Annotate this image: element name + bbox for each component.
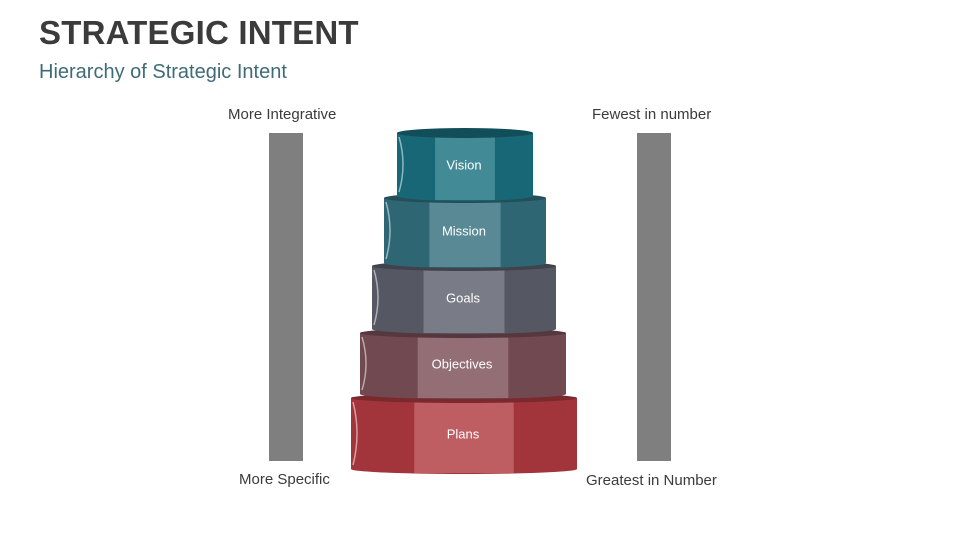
tier-front-face bbox=[414, 398, 514, 473]
tier-mission: Mission bbox=[384, 193, 546, 268]
tier-front-face bbox=[435, 133, 495, 200]
tier-objectives: Objectives bbox=[360, 328, 566, 399]
tier-label: Vision bbox=[446, 158, 481, 173]
tier-goals: Goals bbox=[372, 261, 556, 334]
tier-label: Objectives bbox=[432, 357, 493, 372]
tier-label: Plans bbox=[447, 427, 480, 442]
tier-front-face bbox=[417, 333, 509, 398]
tier-front-face bbox=[423, 266, 505, 333]
left-axis-bar bbox=[269, 133, 303, 461]
tier-label: Mission bbox=[442, 224, 486, 239]
tier-edge-highlight bbox=[373, 269, 379, 326]
tier-label: Goals bbox=[446, 291, 480, 306]
left-bottom-label: More Specific bbox=[239, 471, 330, 488]
tier-edge-highlight bbox=[361, 336, 367, 391]
tier-edge-highlight bbox=[385, 201, 391, 260]
right-axis-bar bbox=[637, 133, 671, 461]
tier-top bbox=[397, 128, 533, 138]
tier-edge-highlight bbox=[398, 136, 404, 193]
left-top-label: More Integrative bbox=[228, 106, 337, 123]
tier-edge-highlight bbox=[352, 401, 358, 466]
page-title: STRATEGIC INTENT bbox=[39, 14, 359, 51]
right-top-label: Fewest in number bbox=[592, 106, 712, 123]
page-subtitle: Hierarchy of Strategic Intent bbox=[39, 61, 287, 83]
tier-plans: Plans bbox=[351, 393, 577, 474]
tier-vision: Vision bbox=[397, 128, 533, 201]
tier-front-face bbox=[429, 198, 501, 267]
right-bottom-label: Greatest in Number bbox=[586, 472, 717, 489]
